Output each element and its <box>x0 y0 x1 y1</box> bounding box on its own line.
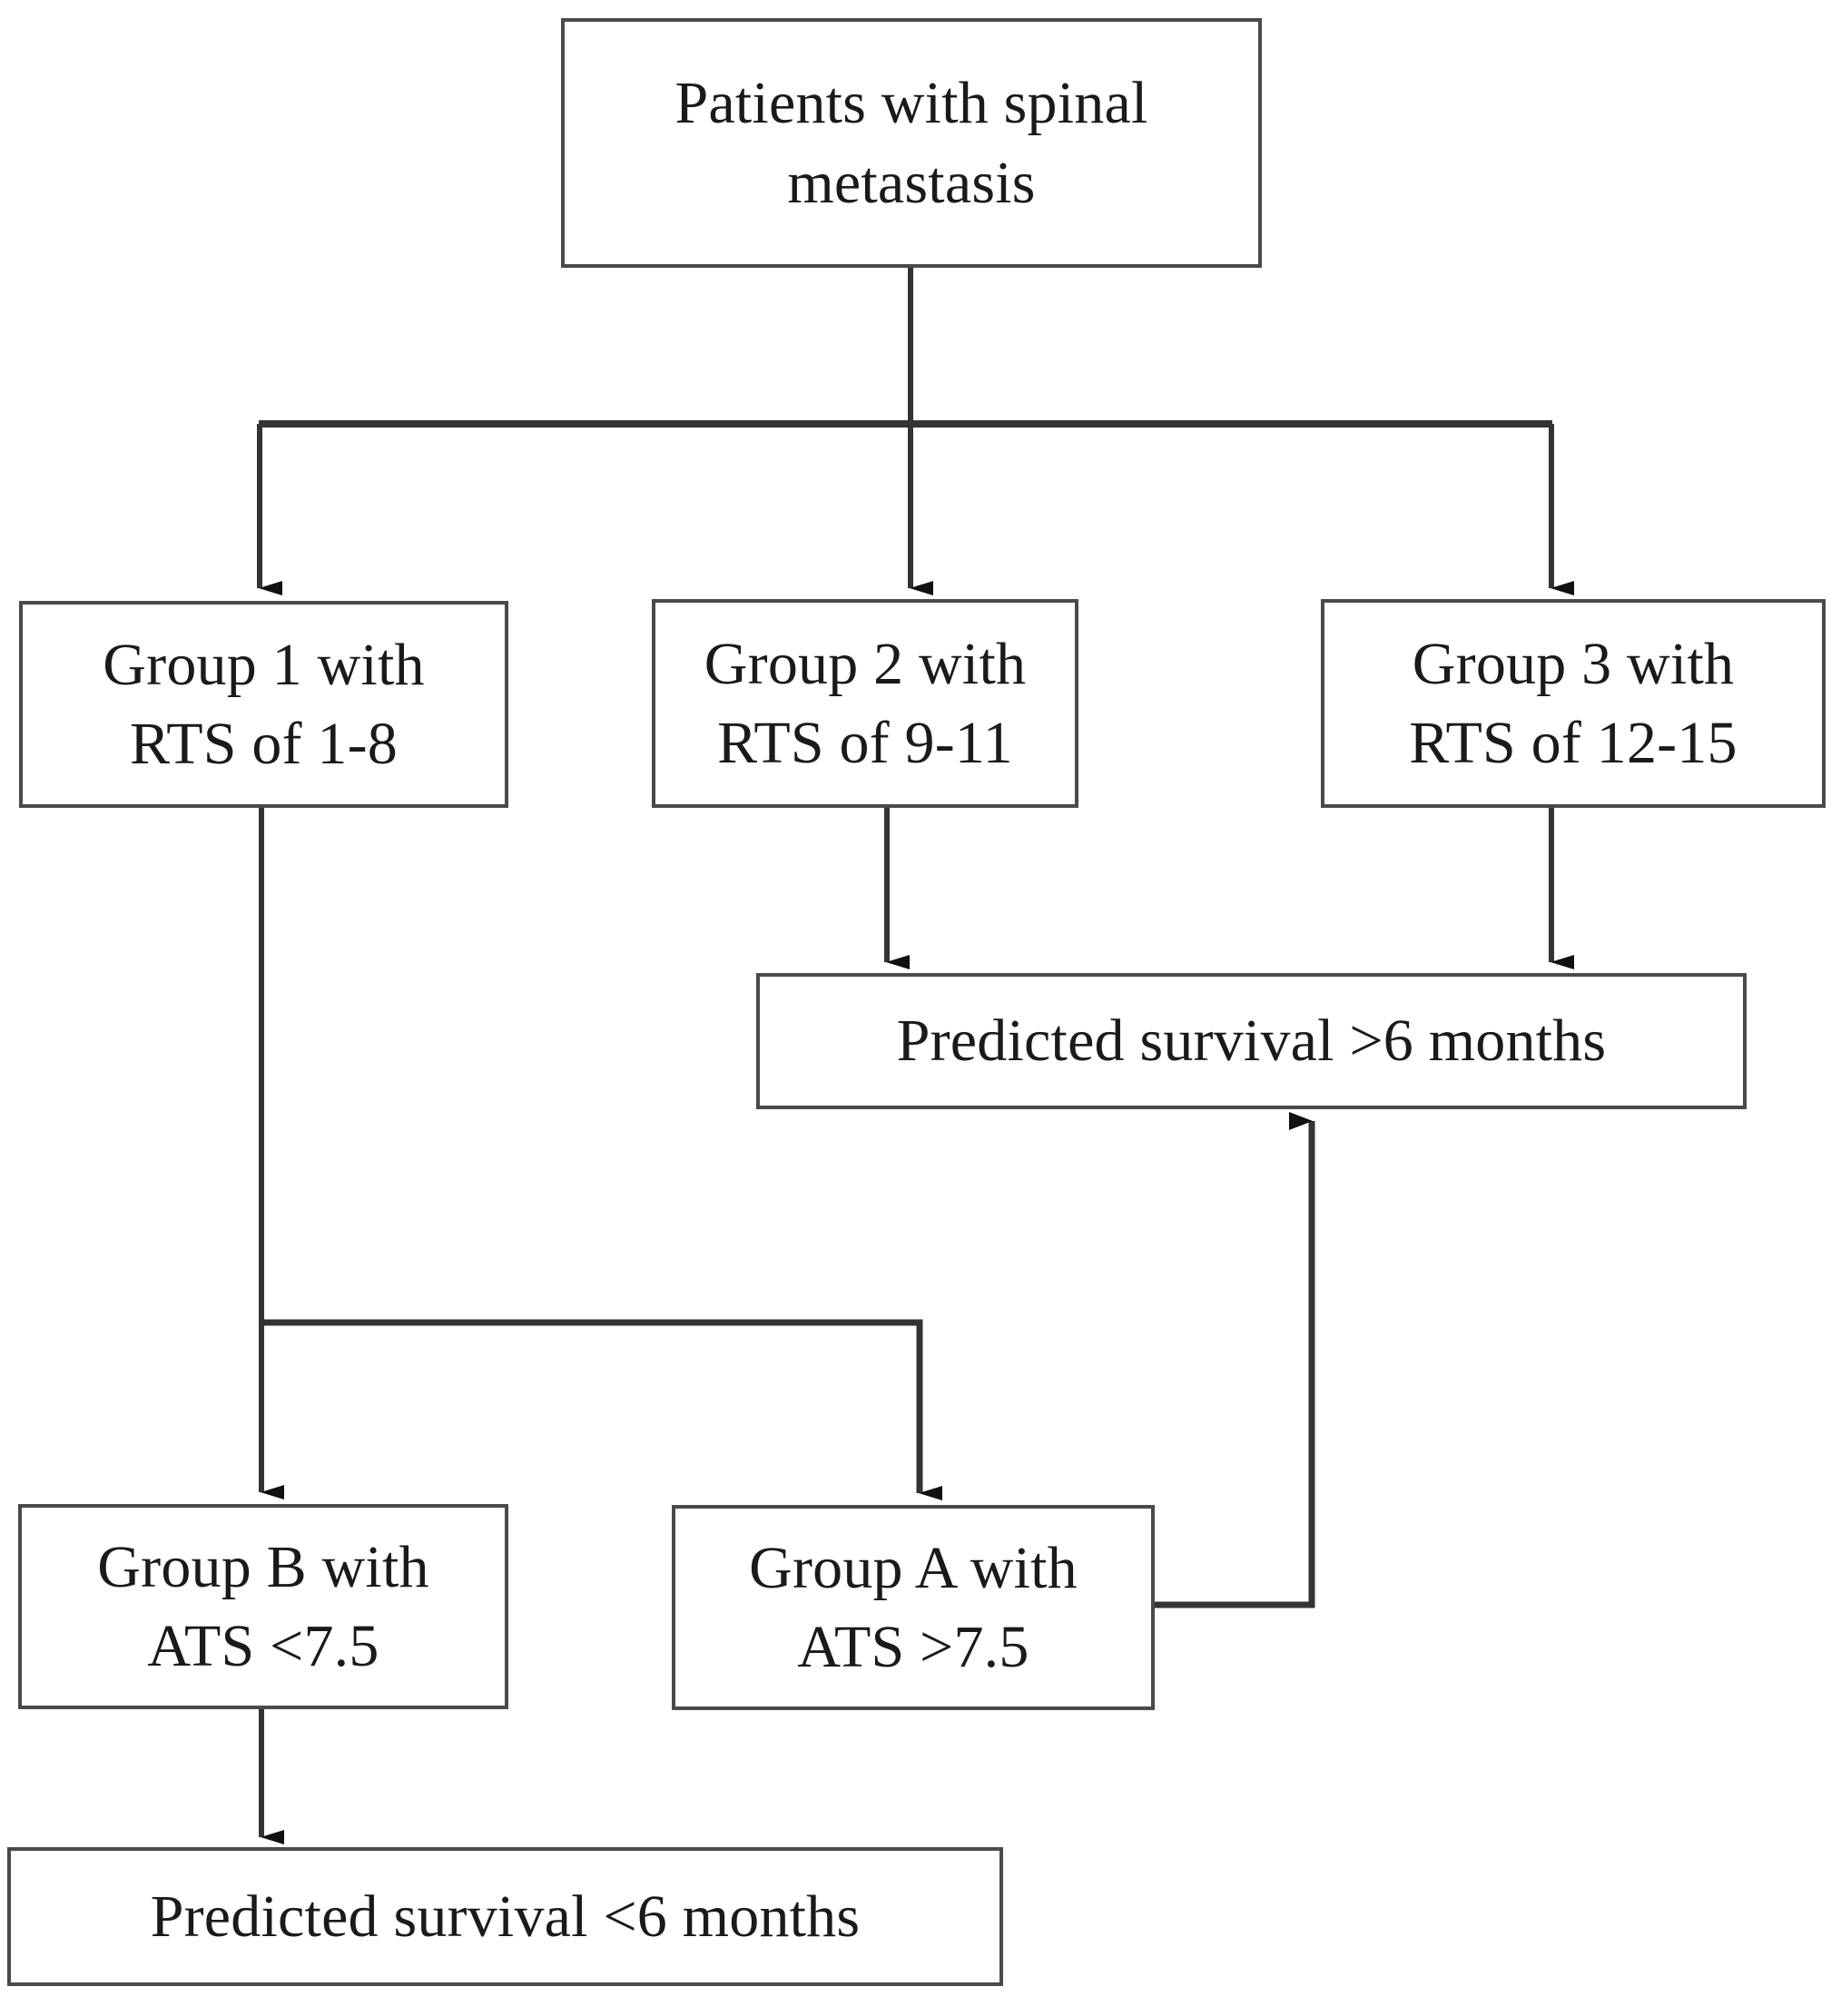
node-label-group2: Group 2 with RTS of 9-11 <box>704 630 1027 776</box>
node-label-root: Patients with spinal metastasis <box>674 70 1148 216</box>
node-patients-with-spinal-metastasis: Patients with spinal metastasis <box>561 18 1262 268</box>
node-label-group3: Group 3 with RTS of 12-15 <box>1409 630 1738 776</box>
node-label-survival-over: Predicted survival >6 months <box>896 1008 1607 1075</box>
node-label-survival-under: Predicted survival <6 months <box>150 1883 861 1950</box>
node-predicted-survival-over-6-months: Predicted survival >6 months <box>756 973 1747 1109</box>
edge-group1-to-groupa <box>261 1319 942 1500</box>
node-group-2-rts-9-11: Group 2 with RTS of 9-11 <box>652 599 1078 808</box>
node-group-1-rts-1-8: Group 1 with RTS of 1-8 <box>19 601 508 808</box>
edge-groupa-to-survival-over <box>1155 1112 1315 1608</box>
node-group-b-ats-under-7-5: Group B with ATS <7.5 <box>18 1504 508 1709</box>
node-label-group1: Group 1 with RTS of 1-8 <box>103 631 425 777</box>
node-group-a-ats-over-7-5: Group A with ATS >7.5 <box>672 1505 1155 1710</box>
node-label-groupb: Group B with ATS <7.5 <box>97 1533 429 1679</box>
node-group-3-rts-12-15: Group 3 with RTS of 12-15 <box>1321 599 1826 808</box>
node-predicted-survival-under-6-months: Predicted survival <6 months <box>7 1847 1003 1986</box>
node-label-groupa: Group A with ATS >7.5 <box>749 1534 1078 1680</box>
